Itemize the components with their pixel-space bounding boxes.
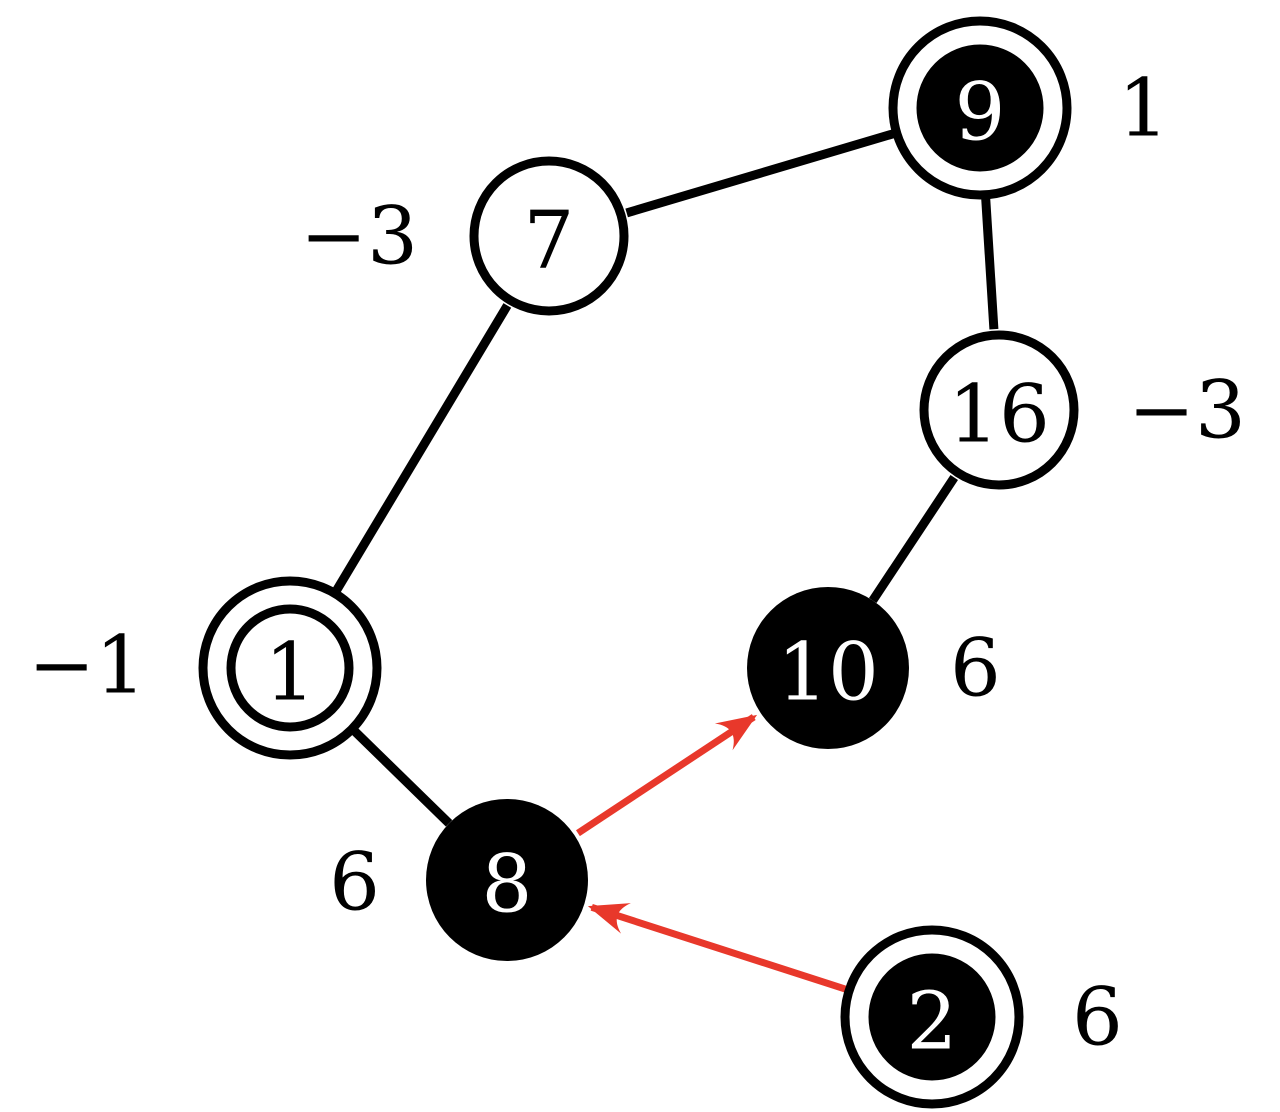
node-label: 8 <box>482 838 533 931</box>
edge-n1-n8 <box>344 721 453 827</box>
node-weight-label: −3 <box>300 190 418 283</box>
node-label: 2 <box>907 975 958 1068</box>
arrow-n2-n8 <box>587 903 853 995</box>
node-circle <box>916 44 1044 172</box>
node-16: 16 −3 <box>919 330 1246 490</box>
node-1: 1 −1 <box>28 576 382 760</box>
arrow-n8-n10 <box>575 714 758 837</box>
node-8: 86 <box>329 799 588 961</box>
node-label: 1 <box>265 626 316 719</box>
node-circle <box>919 330 1079 490</box>
node-weight-label: 6 <box>1072 971 1123 1064</box>
node-circle <box>469 156 629 316</box>
node-label: 16 <box>948 368 1050 461</box>
node-weight-label: 1 <box>1118 62 1169 155</box>
node-label: 9 <box>955 66 1006 159</box>
node-7: 7 −3 <box>300 156 629 316</box>
node-weight-label: −3 <box>1128 364 1246 457</box>
edge-n7-n9 <box>625 126 904 218</box>
edge-n7-n1 <box>327 303 512 601</box>
edge-n16-n10 <box>868 475 959 603</box>
node-circle <box>868 953 996 1081</box>
node-circle <box>226 604 354 732</box>
node-label: 7 <box>524 194 575 287</box>
node-circle <box>426 799 588 961</box>
edge-n9-n16 <box>980 188 999 330</box>
node-weight-label: −1 <box>28 619 146 712</box>
node-label: 10 <box>777 626 879 719</box>
node-weight-label: 6 <box>329 836 380 929</box>
node-10: 10 6 <box>747 587 1001 749</box>
node-circle <box>747 587 909 749</box>
edges <box>327 126 999 995</box>
node-weight-label: 6 <box>950 622 1001 715</box>
